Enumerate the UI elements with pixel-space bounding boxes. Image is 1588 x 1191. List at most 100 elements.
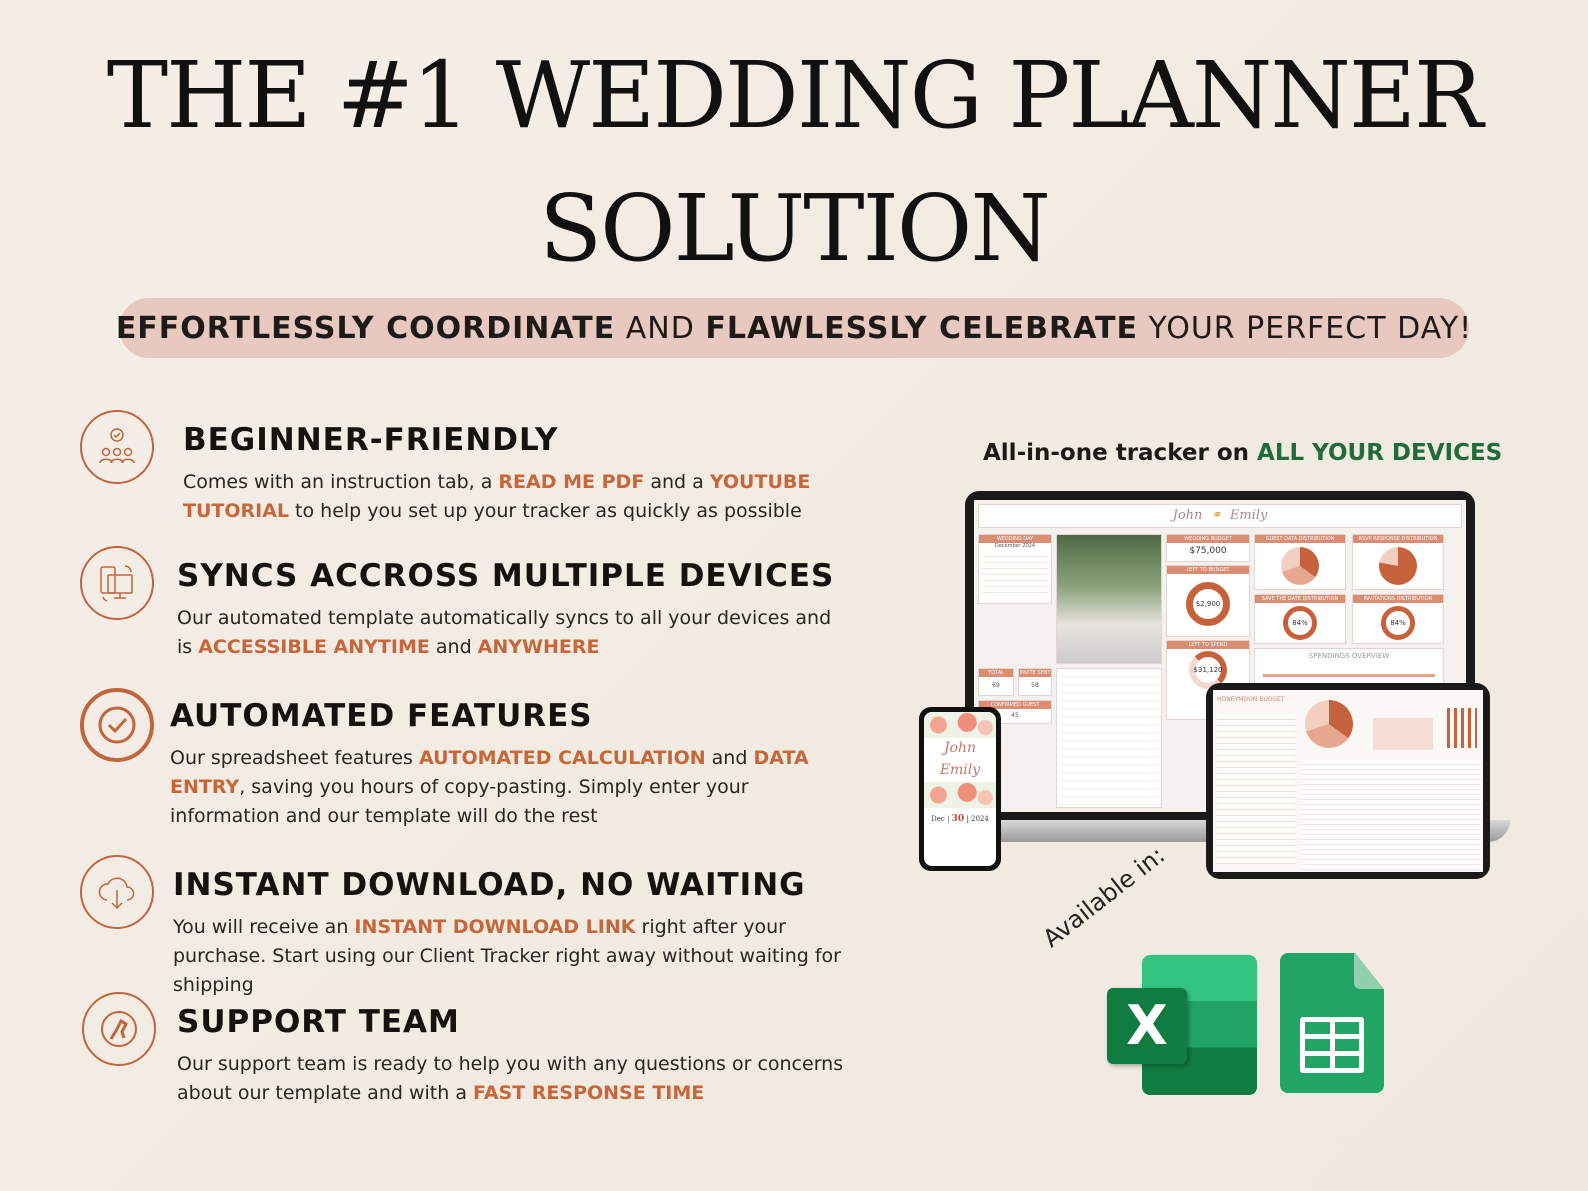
highlight: READ ME PDF — [498, 471, 645, 493]
budget-value: $75,000 — [1189, 546, 1227, 556]
tablet-mockup: HONEYMOON BUDGET — [1206, 683, 1490, 879]
left-to-budget-panel: LEFT TO BUDGET $2,900 — [1166, 565, 1250, 637]
guest-distribution-panel: GUEST DATA DISTRIBUTION — [1254, 534, 1346, 590]
feature-title: AUTOMATED FEATURES — [170, 698, 593, 734]
highlight: FAST RESPONSE TIME — [473, 1082, 705, 1104]
feature-title: BEGINNER-FRIENDLY — [183, 422, 559, 458]
badge-team-icon — [80, 410, 154, 484]
tagline-part: AND — [615, 310, 706, 346]
cloud-download-icon — [80, 855, 154, 929]
expense-table — [1301, 760, 1481, 870]
text: , saving you hours of copy-pasting. Simp… — [170, 776, 749, 827]
panel-header: WEDDING DAY — [979, 535, 1051, 543]
highlight: DATA ENTRY — [170, 747, 809, 798]
text: Our support team is ready to help you wi… — [177, 1053, 844, 1104]
day: 30 — [951, 814, 965, 824]
couple-header: John ⚭ Emily — [978, 504, 1462, 528]
phone-screen: John Emily Dec | 30 | 2024 — [924, 712, 996, 866]
feature-description: You will receive an INSTANT DOWNLOAD LIN… — [173, 913, 853, 1000]
devices-heading: All-in-one tracker on ALL YOUR DEVICES — [983, 440, 1502, 466]
donut-chart: 84% — [1283, 606, 1317, 640]
tagline-banner: EFFORTLESSLY COORDINATE AND FLAWLESSLY C… — [115, 298, 1473, 358]
check-gear-icon — [80, 688, 154, 762]
pie-chart — [1305, 700, 1353, 748]
feature-description: Our spreadsheet features AUTOMATED CALCU… — [170, 744, 860, 831]
flowers-decoration — [924, 782, 996, 808]
pie-chart — [1281, 547, 1319, 585]
donut-chart: $31,120 — [1189, 651, 1227, 689]
panel-header: LEFT TO SPEND — [1167, 641, 1249, 649]
headline-line1: THE #1 WEDDING PLANNER — [106, 42, 1484, 149]
value: 45 — [1011, 712, 1019, 719]
panel-header: LEFT TO BUDGET — [1167, 566, 1249, 574]
flowers-decoration — [924, 712, 996, 738]
pie-chart — [1379, 547, 1417, 585]
value: 58 — [1031, 682, 1039, 689]
highlight: YOUTUBE TUTORIAL — [183, 471, 811, 522]
tagline-part: FLAWLESSLY CELEBRATE — [705, 310, 1138, 346]
feature-title: SUPPORT TEAM — [177, 1004, 460, 1040]
month: Dec — [931, 815, 945, 823]
feature-title: SYNCS ACCROSS MULTIPLE DEVICES — [177, 558, 835, 594]
highlight: AUTOMATED CALCULATION — [418, 747, 706, 769]
budget-panel: WEDDING BUDGET $75,000 — [1166, 534, 1250, 562]
tagline-part: EFFORTLESSLY COORDINATE — [115, 310, 616, 346]
feature-description: Our support team is ready to help you wi… — [177, 1050, 867, 1108]
feature-description: Our automated template automatically syn… — [177, 604, 837, 662]
phone-mockup: John Emily Dec | 30 | 2024 — [919, 707, 1001, 871]
support-hand-icon — [82, 992, 156, 1066]
panel-header: INVITATIONS DISTRIBUTION — [1353, 595, 1443, 603]
name: John — [1172, 508, 1203, 523]
text: All-in-one tracker on — [983, 440, 1258, 466]
panel-header: CONFIRMED GUEST — [979, 701, 1051, 709]
text: Comes with an instruction tab, a — [183, 471, 499, 493]
available-in-label: Available in: — [1037, 840, 1171, 953]
text: and — [429, 636, 478, 658]
excel-logo: X — [1107, 955, 1257, 1095]
invite-sent-panel: INVITE SENT 58 — [1018, 668, 1052, 696]
excel-x-icon: X — [1107, 988, 1187, 1064]
google-sheets-logo — [1280, 953, 1384, 1093]
rings-icon: ⚭ — [1210, 508, 1222, 523]
year: 2024 — [971, 815, 989, 823]
panel-header: WEDDING BUDGET — [1167, 535, 1249, 543]
highlight: ACCESSIBLE ANYTIME — [198, 636, 430, 658]
name: Emily — [939, 762, 981, 778]
text: right after your purchase. Start using o… — [173, 916, 841, 996]
budget-table — [1217, 714, 1295, 864]
text: and a — [644, 471, 710, 493]
highlight: ANYWHERE — [477, 636, 600, 658]
text: and — [705, 747, 754, 769]
panel-header: RSVP RESPONSE DISTRIBUTION — [1353, 535, 1443, 543]
save-the-date-panel: SAVE THE DATE DISTRIBUTION 84% — [1254, 594, 1346, 644]
invitations-panel: INVITATIONS DISTRIBUTION 84% — [1352, 594, 1444, 644]
bar-chart — [1447, 708, 1477, 748]
tablet-screen: HONEYMOON BUDGET — [1213, 690, 1483, 872]
headline-line2: SOLUTION — [539, 175, 1051, 282]
text: Our spreadsheet features — [170, 747, 419, 769]
sync-devices-icon — [80, 546, 154, 620]
donut-chart: $2,900 — [1186, 582, 1230, 626]
name: Emily — [1229, 508, 1268, 523]
tagline-part: YOUR PERFECT DAY! — [1137, 310, 1473, 346]
month: December 2024 — [994, 543, 1036, 549]
deadlines-table — [1056, 668, 1162, 808]
panel-header: INVITE SENT — [1019, 669, 1051, 677]
text: to help you set up your tracker as quick… — [289, 500, 802, 522]
couple-photo — [1056, 534, 1162, 664]
donut-chart: 84% — [1381, 606, 1415, 640]
panel-header: SPENDINGS OVERVIEW — [1308, 652, 1390, 660]
panel-header: TOTAL GUEST — [979, 669, 1013, 684]
name: John — [943, 740, 977, 756]
text: You will receive an — [173, 916, 355, 938]
highlight: ALL YOUR DEVICES — [1257, 440, 1503, 466]
rsvp-distribution-panel: RSVP RESPONSE DISTRIBUTION — [1352, 534, 1444, 590]
highlight: INSTANT DOWNLOAD LINK — [354, 916, 636, 938]
panel-header: SAVE THE DATE DISTRIBUTION — [1255, 595, 1345, 603]
value: 69 — [992, 682, 1000, 689]
area-chart — [1373, 710, 1433, 750]
feature-description: Comes with an instruction tab, a READ ME… — [183, 468, 883, 526]
tablet-title: HONEYMOON BUDGET — [1217, 696, 1285, 703]
